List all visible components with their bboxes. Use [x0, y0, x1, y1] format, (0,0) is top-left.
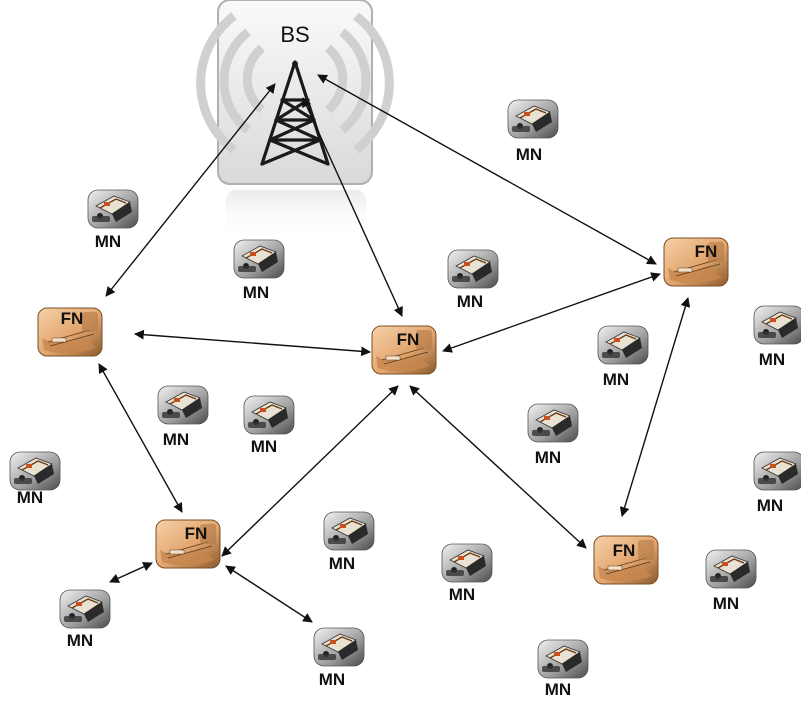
link-fn3-fn2: [442, 272, 661, 353]
mobile-node-icon: [507, 99, 559, 139]
mobile-node-label: MN: [515, 145, 543, 164]
mobile-node-icon: [537, 639, 589, 679]
mobile-node-label: MN: [534, 448, 562, 467]
mobile-node-icon: [705, 549, 757, 589]
mobile-node-icon: [87, 189, 139, 229]
mobile-node-icon: [157, 385, 209, 425]
link-fn1-fn2: [134, 329, 371, 357]
link-fn2-fn4: [221, 385, 399, 557]
mobile-node-label: MN: [448, 585, 476, 604]
mobile-node-icon: [323, 511, 375, 551]
mobile-node-label: MN: [544, 680, 572, 699]
link-fn2-fn5: [409, 385, 587, 549]
mobile-node-icon: [9, 451, 61, 491]
mobile-node-label: MN: [318, 670, 346, 689]
mobile-node-icon: [447, 249, 499, 289]
mobile-node-icon: [527, 403, 579, 443]
mobile-node-icon: [59, 589, 111, 629]
link-fn3-fn5: [619, 297, 691, 517]
mobile-node-icon: [233, 239, 285, 279]
mobile-node-label: MN: [712, 594, 740, 613]
mobile-node-label: MN: [16, 488, 44, 507]
base-station-label: BS: [280, 22, 310, 47]
mobile-node-label: MN: [242, 283, 270, 302]
mobile-node-label: MN: [94, 232, 122, 251]
fog-node-label: FN: [60, 309, 84, 328]
mobile-node-icon: [753, 451, 801, 491]
mobile-node-label: MN: [162, 430, 190, 449]
mobile-node-icon: [597, 325, 649, 365]
mobile-node-icon: [243, 395, 295, 435]
link-bs-fn1: [105, 83, 276, 297]
mobile-node-label: MN: [758, 350, 786, 369]
mobile-node-icon: [753, 305, 801, 345]
fog-node-label: FN: [694, 242, 718, 261]
links: [98, 74, 691, 623]
link-fn4-mn: [109, 562, 153, 583]
mobile-node-label: MN: [456, 292, 484, 311]
mobile-node-icon: [441, 543, 493, 583]
mobile-node-label: MN: [602, 370, 630, 389]
mobile-node-label: MN: [250, 437, 278, 456]
fog-node-label: FN: [184, 524, 208, 543]
link-fn1-fn4: [98, 363, 183, 513]
link-fn4-mn2: [225, 565, 313, 623]
mobile-node-label: MN: [328, 554, 356, 573]
fog-node-label: FN: [612, 541, 636, 560]
link-bs-fn3: [317, 74, 657, 265]
mobile-node-label: MN: [756, 496, 784, 515]
mobile-node-label: MN: [66, 631, 94, 650]
fog-node-label: FN: [396, 330, 420, 349]
mobile-node-icon: [313, 627, 365, 667]
